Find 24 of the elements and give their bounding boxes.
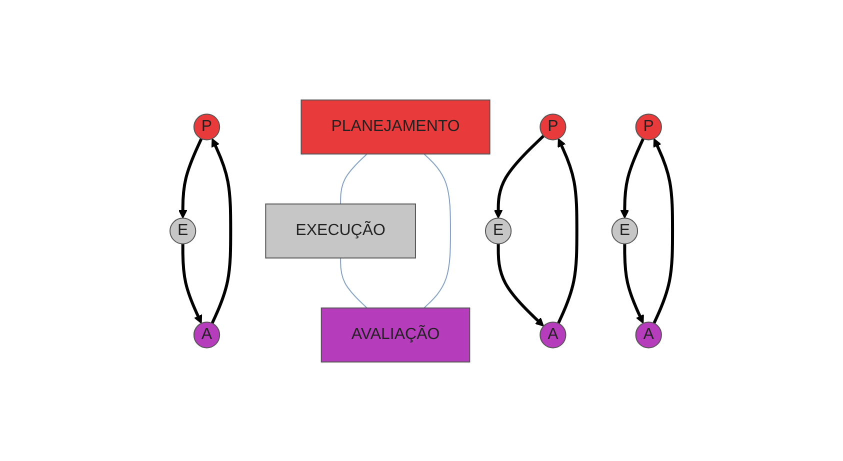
- arrow: [210, 138, 232, 324]
- node-circle: P: [540, 113, 566, 140]
- connector: [340, 257, 368, 308]
- arrow: [652, 138, 674, 324]
- arrow: [623, 243, 644, 324]
- node-circle: E: [612, 217, 638, 244]
- node-circle: A: [194, 321, 220, 348]
- node-circle: P: [636, 113, 662, 140]
- node-box: EXECUÇÃO: [265, 203, 416, 258]
- arrow: [497, 243, 544, 326]
- node-box: AVALIAÇÃO: [321, 307, 470, 362]
- node-box: PLANEJAMENTO: [300, 99, 491, 154]
- node-circle: A: [540, 321, 566, 348]
- arrow: [557, 138, 579, 324]
- connector: [340, 153, 368, 204]
- node-circle: E: [485, 217, 512, 244]
- arrow: [620, 138, 645, 218]
- node-circle: E: [170, 217, 196, 244]
- arrow: [178, 138, 203, 218]
- node-circle: P: [194, 113, 220, 140]
- node-circle: A: [636, 321, 662, 348]
- arrow: [494, 134, 545, 218]
- connector: [424, 153, 452, 308]
- arrow: [182, 243, 202, 324]
